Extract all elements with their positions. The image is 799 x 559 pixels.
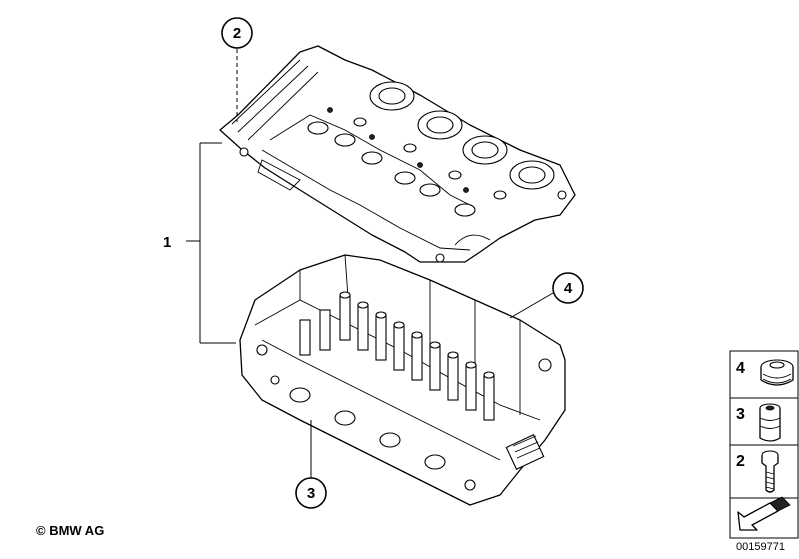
leader-4 bbox=[509, 292, 554, 319]
callout-1-label: 1 bbox=[163, 234, 171, 251]
cylinder-head-illustration bbox=[239, 254, 566, 506]
copyright-notice: © BMW AG bbox=[36, 523, 105, 538]
leader-1-bracket bbox=[186, 142, 236, 344]
callout-3: 3 bbox=[295, 477, 327, 509]
legend-label-3: 3 bbox=[736, 406, 745, 423]
callout-2-label: 2 bbox=[233, 25, 241, 42]
bolt-icon bbox=[761, 450, 779, 493]
diagram-number: 00159771 bbox=[736, 541, 785, 553]
callout-1: 1 bbox=[163, 234, 171, 251]
callout-3-label: 3 bbox=[307, 485, 315, 502]
bushing-icon bbox=[759, 403, 781, 442]
cylinder-head-cover-illustration bbox=[219, 45, 576, 263]
legend-label-2: 2 bbox=[736, 453, 745, 470]
direction-arrow-icon bbox=[737, 496, 791, 531]
callout-4-label: 4 bbox=[564, 280, 573, 297]
callout-2: 2 bbox=[221, 17, 253, 49]
legend-label-4: 4 bbox=[736, 360, 745, 377]
screw-plug-icon bbox=[760, 359, 794, 386]
callout-4: 4 bbox=[552, 272, 584, 304]
parts-legend: 4 3 2 bbox=[729, 350, 799, 539]
